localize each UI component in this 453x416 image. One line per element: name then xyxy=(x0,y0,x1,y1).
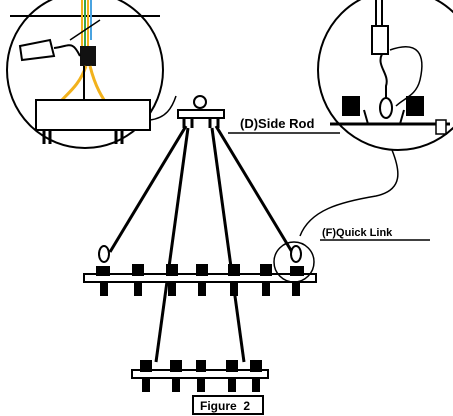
upper-ring xyxy=(83,241,317,296)
figure-caption: Figure 2 xyxy=(200,399,250,413)
quick-link-detail-callout xyxy=(299,0,453,237)
quick-link-label: (F)Quick Link xyxy=(322,227,393,239)
wiring-detail-callout xyxy=(6,0,177,149)
canopy-hook xyxy=(177,95,225,128)
lower-ring xyxy=(131,360,269,392)
side-rod-label-group: (D)Side Rod xyxy=(228,116,340,134)
figure-caption-group: Figure 2 xyxy=(192,395,264,415)
side-rod-label: (D)Side Rod xyxy=(240,116,314,131)
quick-link-label-group: (F)Quick Link xyxy=(320,227,430,241)
side-rods xyxy=(108,125,294,363)
